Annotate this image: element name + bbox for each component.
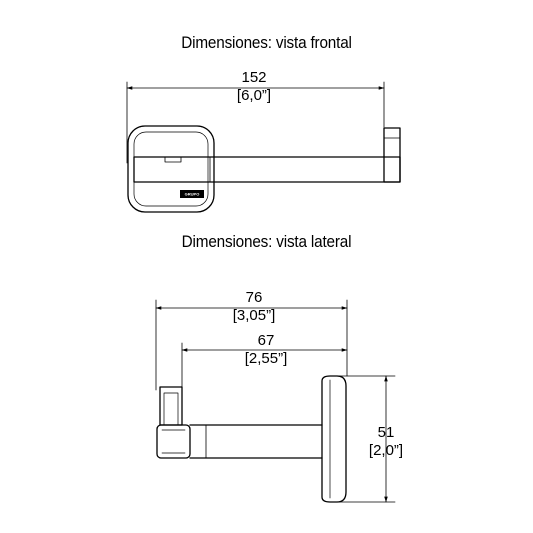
side-depth-arm-inch-label: [2,55”]	[244, 350, 288, 367]
front-arm	[133, 156, 401, 183]
brand-plate	[180, 190, 204, 198]
side-view-title: Dimensiones: vista lateral	[181, 232, 352, 251]
front-set-screw	[164, 156, 182, 163]
side-depth-total-inch-label: [3,05”]	[232, 307, 276, 324]
side-wall-plate	[321, 375, 347, 503]
side-depth-total-mm-label: 76	[245, 289, 263, 306]
front-view-drawing: GRUPO	[126, 81, 401, 213]
side-end-post-inner	[163, 392, 179, 426]
side-end-knob	[156, 424, 191, 459]
front-width-mm-label: 152	[241, 69, 267, 86]
side-view-drawing	[155, 299, 396, 503]
front-end-post	[383, 127, 401, 183]
front-wall-plate	[127, 125, 215, 213]
front-view-title: Dimensiones: vista frontal	[181, 33, 352, 52]
side-depth-arm-mm-label: 67	[257, 332, 275, 349]
brand-plate-text: GRUPO	[185, 192, 200, 197]
front-width-inch-label: [6,0”]	[236, 87, 272, 104]
